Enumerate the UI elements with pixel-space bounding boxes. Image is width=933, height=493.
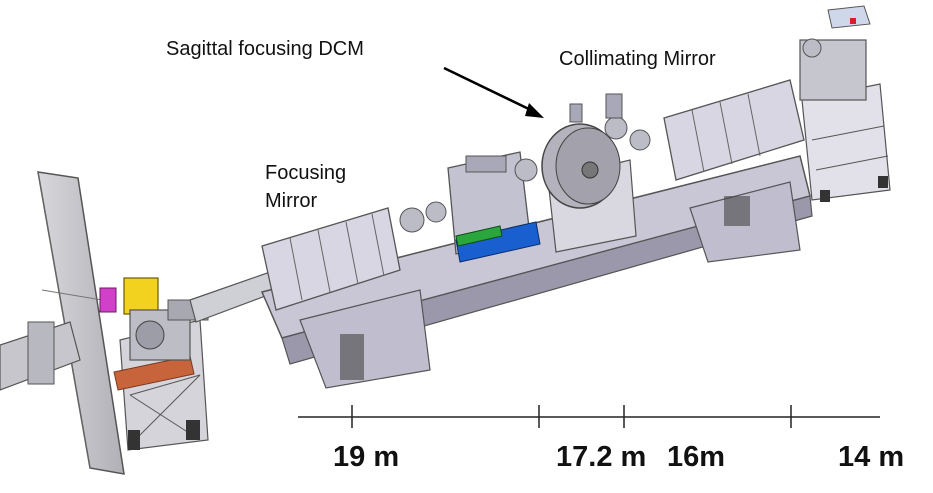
- magenta-component: [99, 287, 117, 313]
- focusing-mirror-label-line2: Mirror: [265, 190, 318, 212]
- yellow-component: [123, 277, 159, 315]
- focusing-mirror-assembly: [261, 207, 401, 311]
- focusing-mirror-label-line1: Focusing: [265, 162, 347, 184]
- red-support-plate: [113, 355, 195, 391]
- scale-label-14m: 14 m: [838, 441, 905, 473]
- scale-label-17-2m: 17.2 m: [556, 441, 647, 473]
- main-frame: [260, 155, 813, 389]
- shielding-wall: [37, 171, 125, 475]
- collimating-mirror-assembly: [663, 79, 805, 181]
- dcm-pointer-arrow: [443, 66, 544, 118]
- sagittal-dcm-label: Sagittal focusing DCM: [166, 38, 364, 60]
- vacuum-components: [399, 93, 651, 233]
- sagittal-dcm-drum: [541, 123, 637, 253]
- beam-pipe-left: [0, 321, 81, 391]
- dcm-chamber: [447, 151, 541, 263]
- front-end-stand: [799, 5, 891, 202]
- scale-label-16m: 16m: [667, 441, 726, 473]
- transfer-pipe: [189, 271, 277, 323]
- end-station-chamber: [129, 299, 209, 361]
- collimating-mirror-label: Collimating Mirror: [559, 48, 716, 70]
- scale-label-19m: 19 m: [333, 441, 400, 473]
- distance-scale: [298, 405, 880, 428]
